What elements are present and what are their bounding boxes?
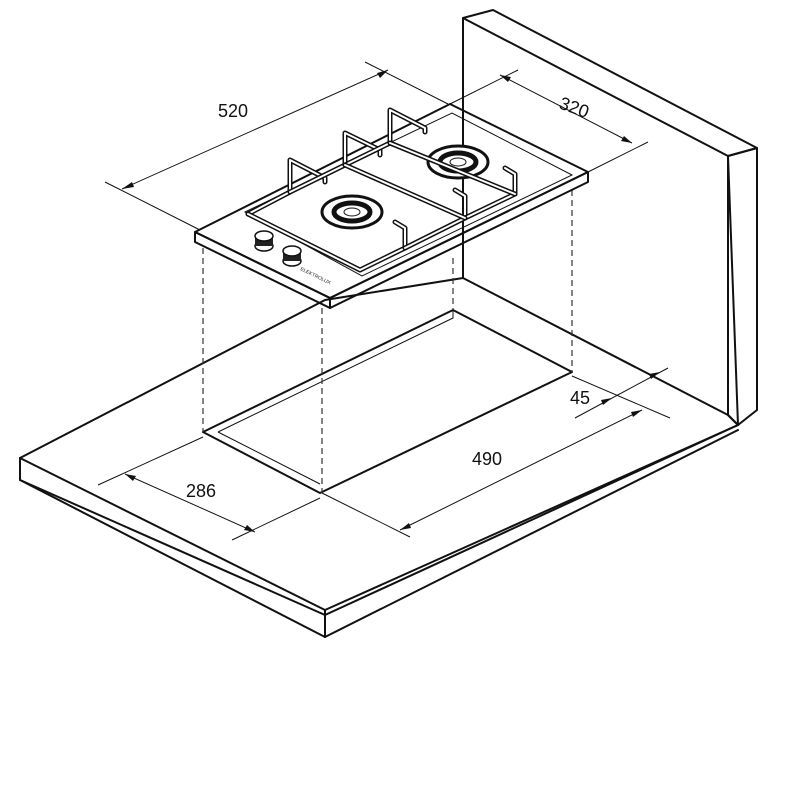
knob-icon bbox=[254, 230, 274, 252]
dimension-490: 490 bbox=[321, 375, 671, 538]
wall-clearance-label: 45 bbox=[570, 388, 590, 408]
cutout-opening bbox=[202, 309, 573, 494]
countertop bbox=[19, 277, 739, 638]
hob-width-label: 520 bbox=[218, 101, 248, 121]
hob-brand-label: ELEKTROLUX bbox=[299, 266, 332, 286]
pan-support-grate bbox=[245, 107, 518, 273]
dimension-520: 520 bbox=[104, 61, 449, 231]
projection-lines bbox=[202, 190, 573, 493]
dimension-286: 286 bbox=[97, 436, 321, 541]
burner-icon bbox=[320, 194, 384, 230]
knob-icon bbox=[282, 245, 302, 267]
cutout-depth-label: 286 bbox=[186, 481, 216, 501]
dimension-45: 45 bbox=[570, 367, 669, 419]
gas-hob: ELEKTROLUX bbox=[194, 103, 589, 309]
cutout-width-label: 490 bbox=[472, 449, 502, 469]
back-wall bbox=[462, 9, 758, 426]
hob-depth-label: 320 bbox=[557, 93, 592, 122]
